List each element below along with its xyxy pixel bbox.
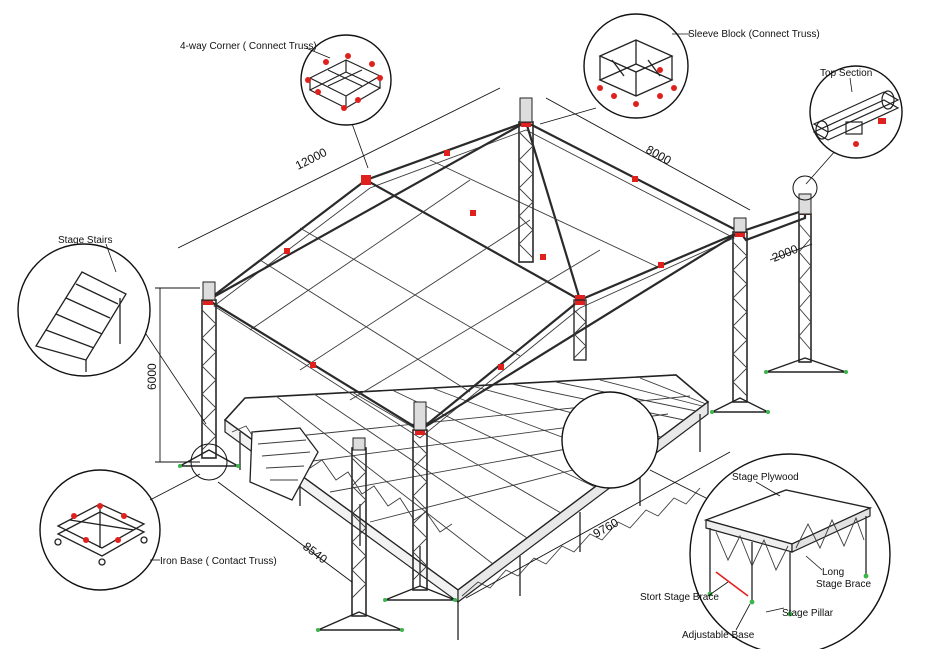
top-section-icon bbox=[812, 90, 900, 141]
tower-left bbox=[179, 281, 239, 467]
stage-deck-icon bbox=[703, 489, 873, 617]
tower-center-front bbox=[384, 401, 456, 601]
callout-stage-deck: Stage Plywood Long Stage Brace Stort Sta… bbox=[561, 391, 891, 654]
dim-line-wing bbox=[769, 243, 813, 261]
tower-mid-right bbox=[573, 299, 587, 361]
sleeve-block-icon bbox=[598, 39, 674, 97]
dim-line-depth bbox=[545, 97, 751, 211]
callout-top-section: Top Section bbox=[792, 65, 903, 201]
dim-width: 12000 bbox=[293, 145, 329, 173]
stairs-icon bbox=[34, 271, 127, 372]
label-stairs: Stage Stairs bbox=[58, 235, 112, 246]
tower-back bbox=[518, 97, 534, 263]
tower-right bbox=[711, 217, 769, 413]
dim-line-stage-width bbox=[465, 451, 731, 599]
label-short-brace: Stort Stage Brace bbox=[640, 592, 719, 603]
label-plywood: Stage Plywood bbox=[732, 472, 799, 483]
callout-iron-base: Iron Base ( Contact Truss) bbox=[39, 443, 277, 591]
dim-line-width bbox=[177, 87, 501, 249]
tower-feet bbox=[178, 370, 848, 632]
callout-corner: 4-way Corner ( Connect Truss) bbox=[180, 34, 392, 169]
tower-front bbox=[317, 437, 403, 631]
stage-stairs bbox=[249, 427, 319, 501]
label-long-brace-1: Long bbox=[822, 567, 844, 578]
dim-wing: 2000 bbox=[770, 242, 800, 265]
label-iron-base: Iron Base ( Contact Truss) bbox=[160, 556, 277, 567]
callout-stairs: Stage Stairs bbox=[17, 235, 207, 425]
label-long-brace-2: Stage Brace bbox=[816, 579, 871, 590]
tower-wing bbox=[765, 193, 847, 373]
label-adjustable-base: Adjustable Base bbox=[682, 630, 755, 641]
label-top-section: Top Section bbox=[820, 68, 872, 79]
dim-depth: 8000 bbox=[644, 142, 674, 167]
dim-stage-width: 9760 bbox=[591, 515, 621, 540]
dimension-lines bbox=[155, 87, 813, 599]
towers bbox=[178, 97, 848, 632]
callout-sleeve: Sleeve Block (Connect Truss) bbox=[539, 13, 820, 125]
label-pillar: Stage Pillar bbox=[782, 608, 834, 619]
dim-height: 6000 bbox=[145, 363, 159, 390]
label-sleeve: Sleeve Block (Connect Truss) bbox=[688, 29, 820, 40]
label-corner: 4-way Corner ( Connect Truss) bbox=[180, 41, 317, 52]
dim-line-stage-depth bbox=[217, 481, 353, 583]
